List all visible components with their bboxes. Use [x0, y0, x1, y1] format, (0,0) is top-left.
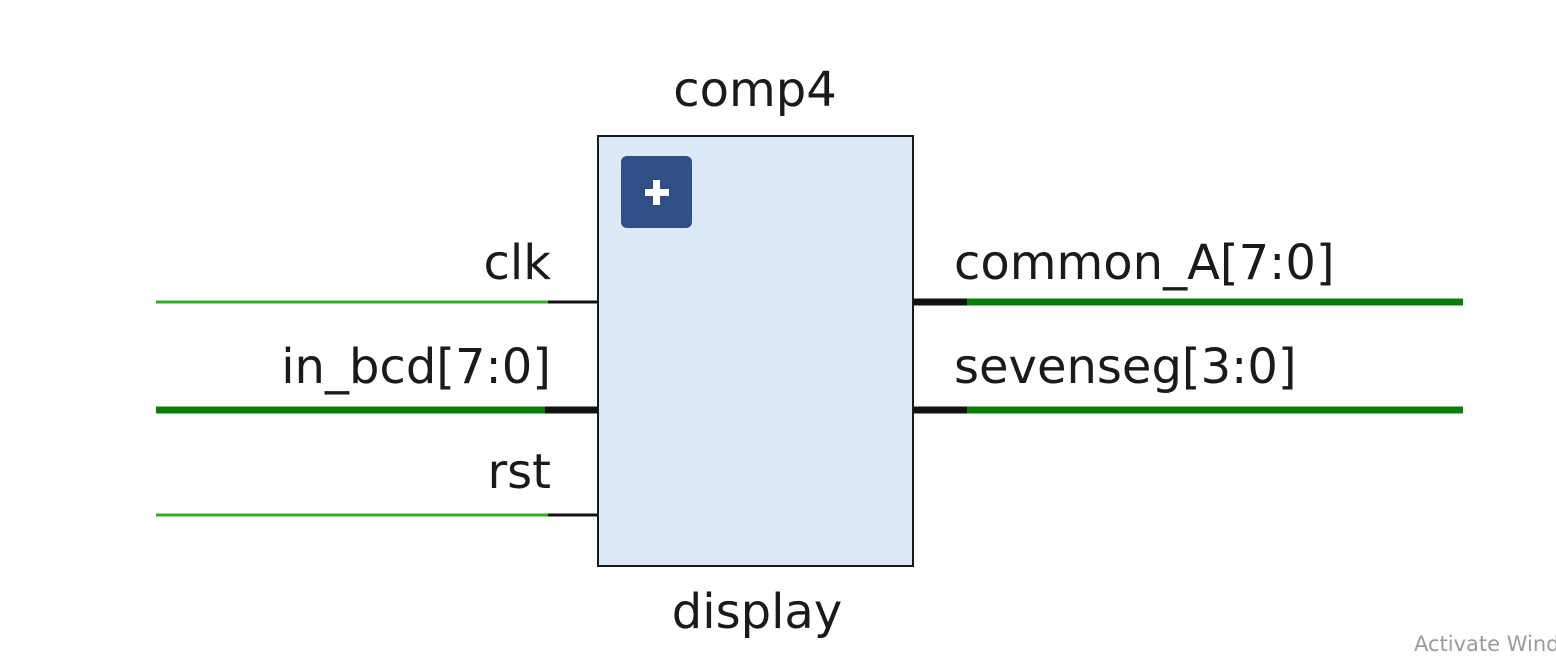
cell-name: display: [672, 584, 842, 640]
port-label-clk: clk: [483, 235, 551, 291]
activation-watermark: Activate Windows: [1414, 632, 1556, 656]
port-label-common-a: common_A[7:0]: [954, 235, 1335, 291]
plus-icon: [645, 180, 669, 205]
expand-button[interactable]: [621, 156, 692, 228]
instance-name: comp4: [673, 62, 837, 118]
port-label-sevenseg: sevenseg[3:0]: [954, 339, 1297, 395]
port-label-in-bcd: in_bcd[7:0]: [281, 339, 551, 395]
port-label-rst: rst: [487, 444, 551, 500]
